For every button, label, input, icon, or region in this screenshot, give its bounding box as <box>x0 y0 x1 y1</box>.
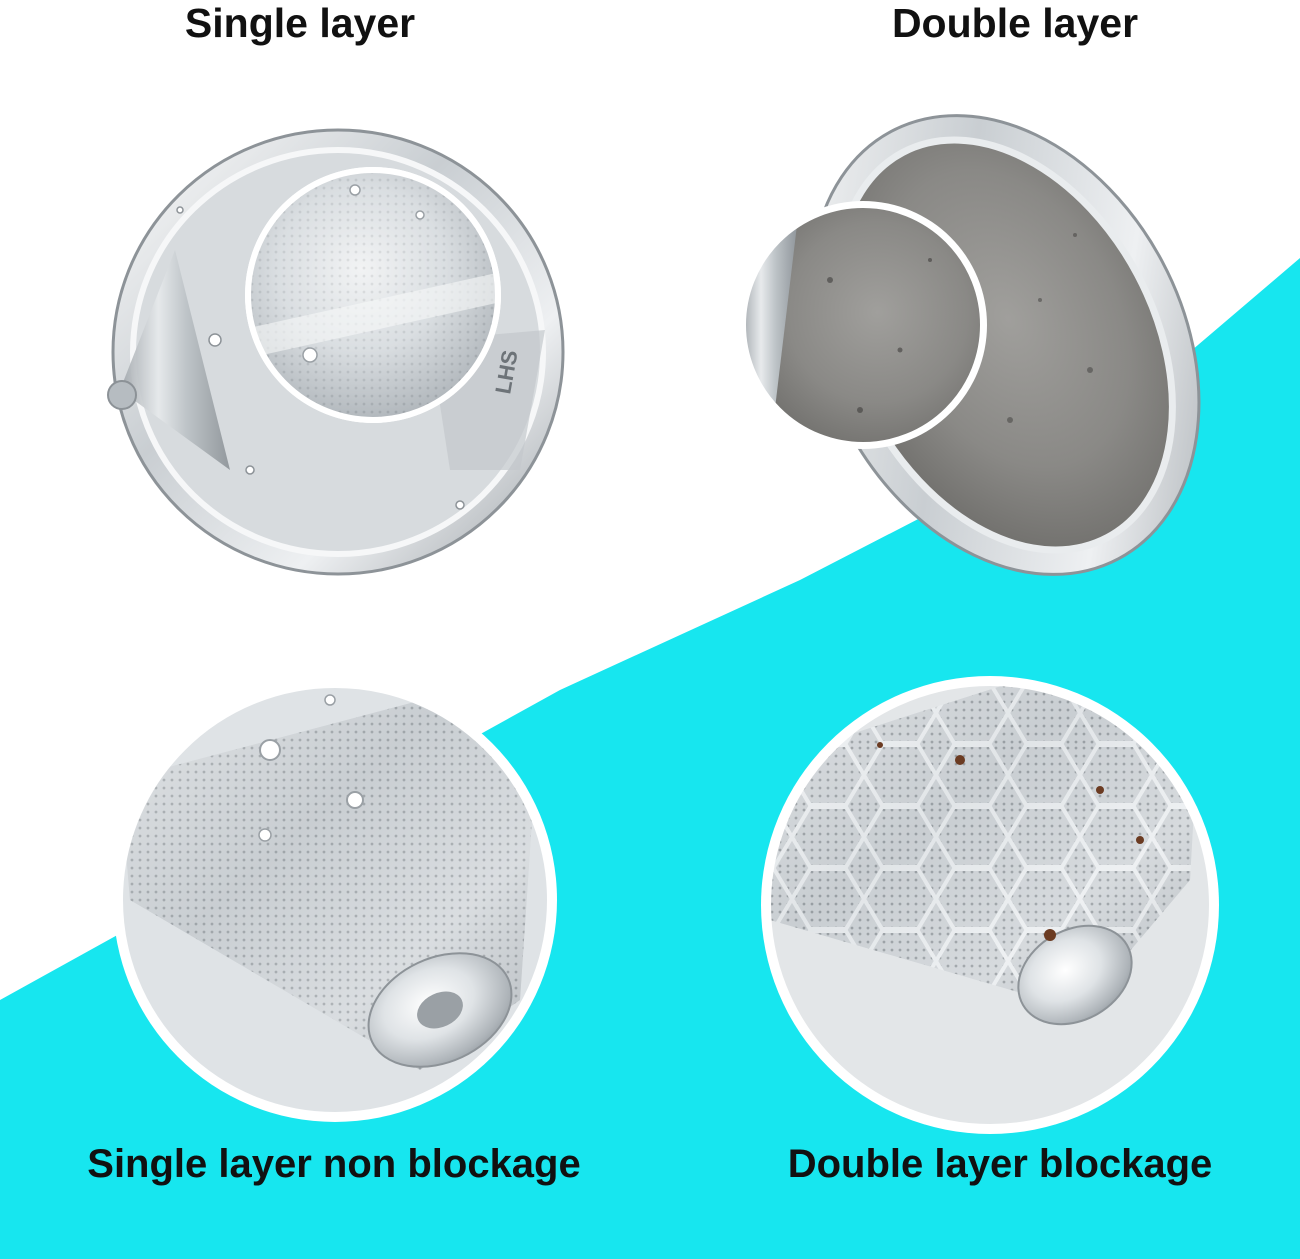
double-layer-filter-photo <box>739 114 1201 576</box>
single-layer-caption: Single layer non blockage <box>87 1142 581 1186</box>
double-layer-caption: Double layer blockage <box>787 1142 1213 1186</box>
single-layer-closeup-circle <box>113 678 557 1122</box>
single-layer-title: Single layer <box>184 0 416 46</box>
single-layer-filter-photo: LHS <box>107 128 565 576</box>
double-layer-title: Double layer <box>891 0 1139 46</box>
double-layer-closeup-circle <box>761 676 1219 1134</box>
